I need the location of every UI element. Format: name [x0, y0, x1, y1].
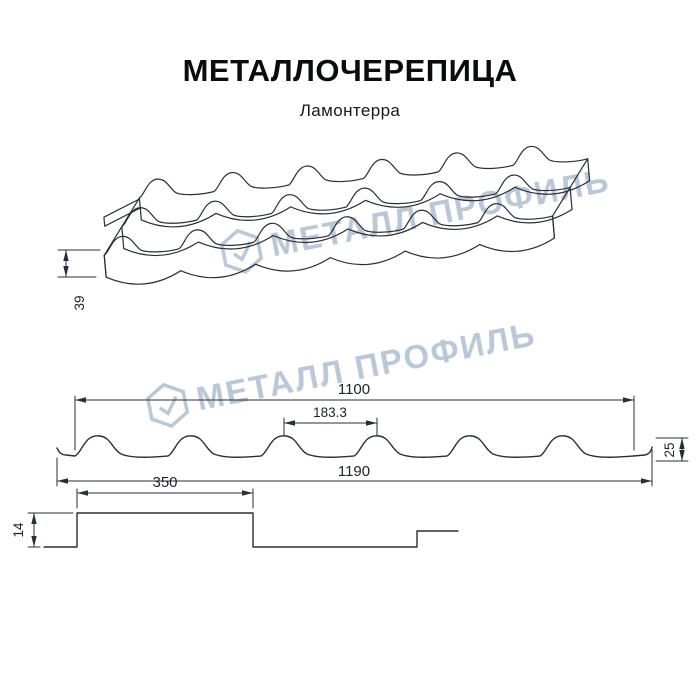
brand-logo-icon	[144, 379, 191, 432]
page-subtitle: Ламонтерра	[299, 101, 401, 121]
extension-lines	[57, 249, 101, 278]
page-title: МЕТАЛЛОЧЕРЕПИЦА	[182, 53, 518, 88]
dim-1190	[56, 449, 653, 487]
extension-lines	[27, 512, 74, 548]
dim-14	[27, 512, 74, 548]
step-curve	[43, 512, 459, 548]
length-step-profile: 350 14	[11, 474, 459, 548]
dim-label-1190: 1190	[338, 463, 370, 480]
dim-label-183: 183.3	[313, 405, 347, 420]
dim-label-14: 14	[11, 522, 26, 538]
dim-label-350: 350	[152, 474, 177, 491]
tile-3d-view: 39	[57, 141, 592, 311]
dim-39	[57, 249, 101, 278]
dim-350	[76, 488, 254, 509]
header: МЕТАЛЛОЧЕРЕПИЦА Ламонтерра	[0, 53, 700, 121]
profile-curve	[56, 435, 653, 458]
dim-1100	[74, 395, 635, 451]
dim-25	[655, 437, 689, 462]
ridge-flat-tab	[103, 198, 141, 227]
watermark-text: МЕТАЛЛ ПРОФИЛЬ	[193, 315, 539, 417]
dim-label-39: 39	[72, 295, 87, 310]
sheet-right-edge	[551, 158, 589, 239]
extension-lines	[74, 395, 635, 451]
extension-lines	[283, 417, 378, 437]
dim-label-25: 25	[662, 442, 677, 457]
brand-logo-icon	[218, 225, 265, 278]
dim-label-1100: 1100	[338, 381, 370, 398]
dim-183	[283, 417, 378, 437]
cross-section-profile: 1100 183.3 25 1190	[56, 381, 689, 487]
sheet-left-edge	[103, 197, 140, 278]
extension-lines	[76, 488, 254, 509]
watermark-text: МЕТАЛЛ ПРОФИЛЬ	[267, 161, 613, 263]
